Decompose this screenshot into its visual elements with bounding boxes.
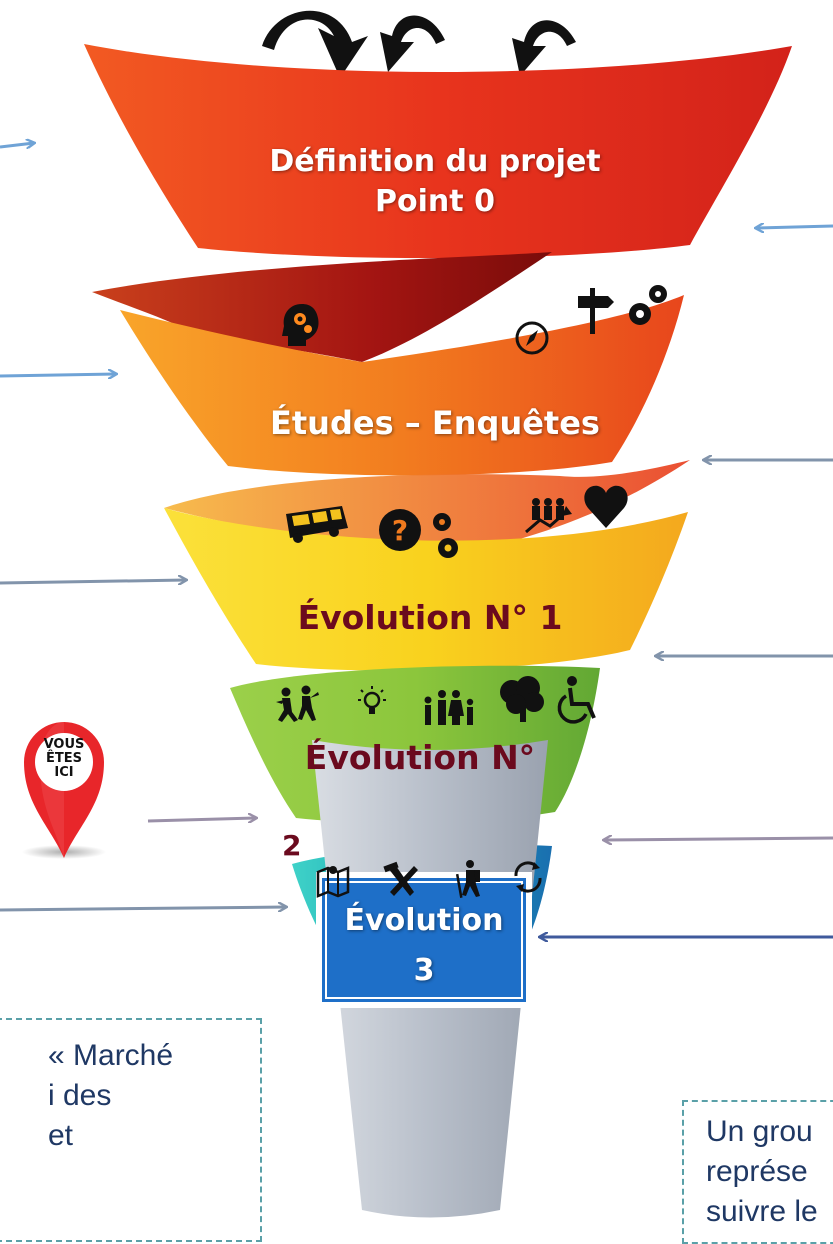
evolution-3-sign (316, 872, 532, 1008)
arrow-left-2 (0, 374, 116, 376)
curved-arrow-icon (262, 10, 576, 78)
family-icon (424, 690, 474, 725)
stage-4-title-line1: Évolution N° (304, 738, 536, 777)
tree-icon (500, 676, 544, 722)
head-gears-icon (282, 304, 319, 346)
wheelchair-icon (557, 676, 596, 724)
arrow-right-1 (756, 226, 833, 228)
stage-1-title-line1: Définition du projet (269, 144, 601, 179)
heart-icon (584, 485, 628, 528)
pin-label-line3: ICI (54, 765, 74, 780)
stage-5-title: Évolution 3 (322, 896, 526, 996)
arrow-left-1 (0, 143, 34, 147)
svg-text:?: ? (392, 514, 408, 547)
stage-2-title: Études – Enquêtes (270, 404, 600, 442)
pin-label-line2: ÊTES (46, 751, 82, 766)
funnel-stage-3 (164, 508, 688, 671)
gears-icon (629, 285, 667, 325)
pin-label-line1: VOUS (43, 737, 85, 752)
stage-4-title-line2: 2 (282, 829, 302, 862)
stage-5-title-line1: Évolution (344, 903, 504, 938)
arrow-left-5 (0, 907, 286, 910)
left-note-text: « Marché i des et (48, 1039, 174, 1152)
cycle-icon (514, 861, 542, 893)
pin-label: VOUS ÊTES ICI (36, 738, 92, 780)
lightbulb-icon (358, 686, 386, 714)
stage-1-title-line2: Point 0 (375, 184, 495, 219)
stage-5-title-line2: 3 (413, 953, 435, 988)
map-icon (316, 866, 350, 898)
funnel-stage-1 (84, 44, 792, 259)
bus-icon (286, 506, 348, 543)
location-pin-icon (22, 722, 106, 859)
tools-icon (383, 861, 418, 896)
arrow-right-4 (604, 838, 833, 840)
hiker-icon (455, 860, 480, 898)
funnel-stage-2 (120, 295, 684, 476)
arrow-left-3 (0, 580, 186, 583)
stage-1-title: Définition du projet Point 0 (200, 142, 670, 222)
right-note-text: Un grou représe suivre le (706, 1115, 818, 1225)
stage-3-title: Évolution N° 1 (297, 598, 563, 637)
dancing-people-icon (276, 685, 319, 722)
question-gears-icon: ? (379, 509, 458, 558)
arrow-left-4 (147, 818, 256, 821)
people-growth-icon (525, 498, 572, 534)
signpost-icon (578, 288, 614, 334)
compass-icon (515, 321, 549, 355)
